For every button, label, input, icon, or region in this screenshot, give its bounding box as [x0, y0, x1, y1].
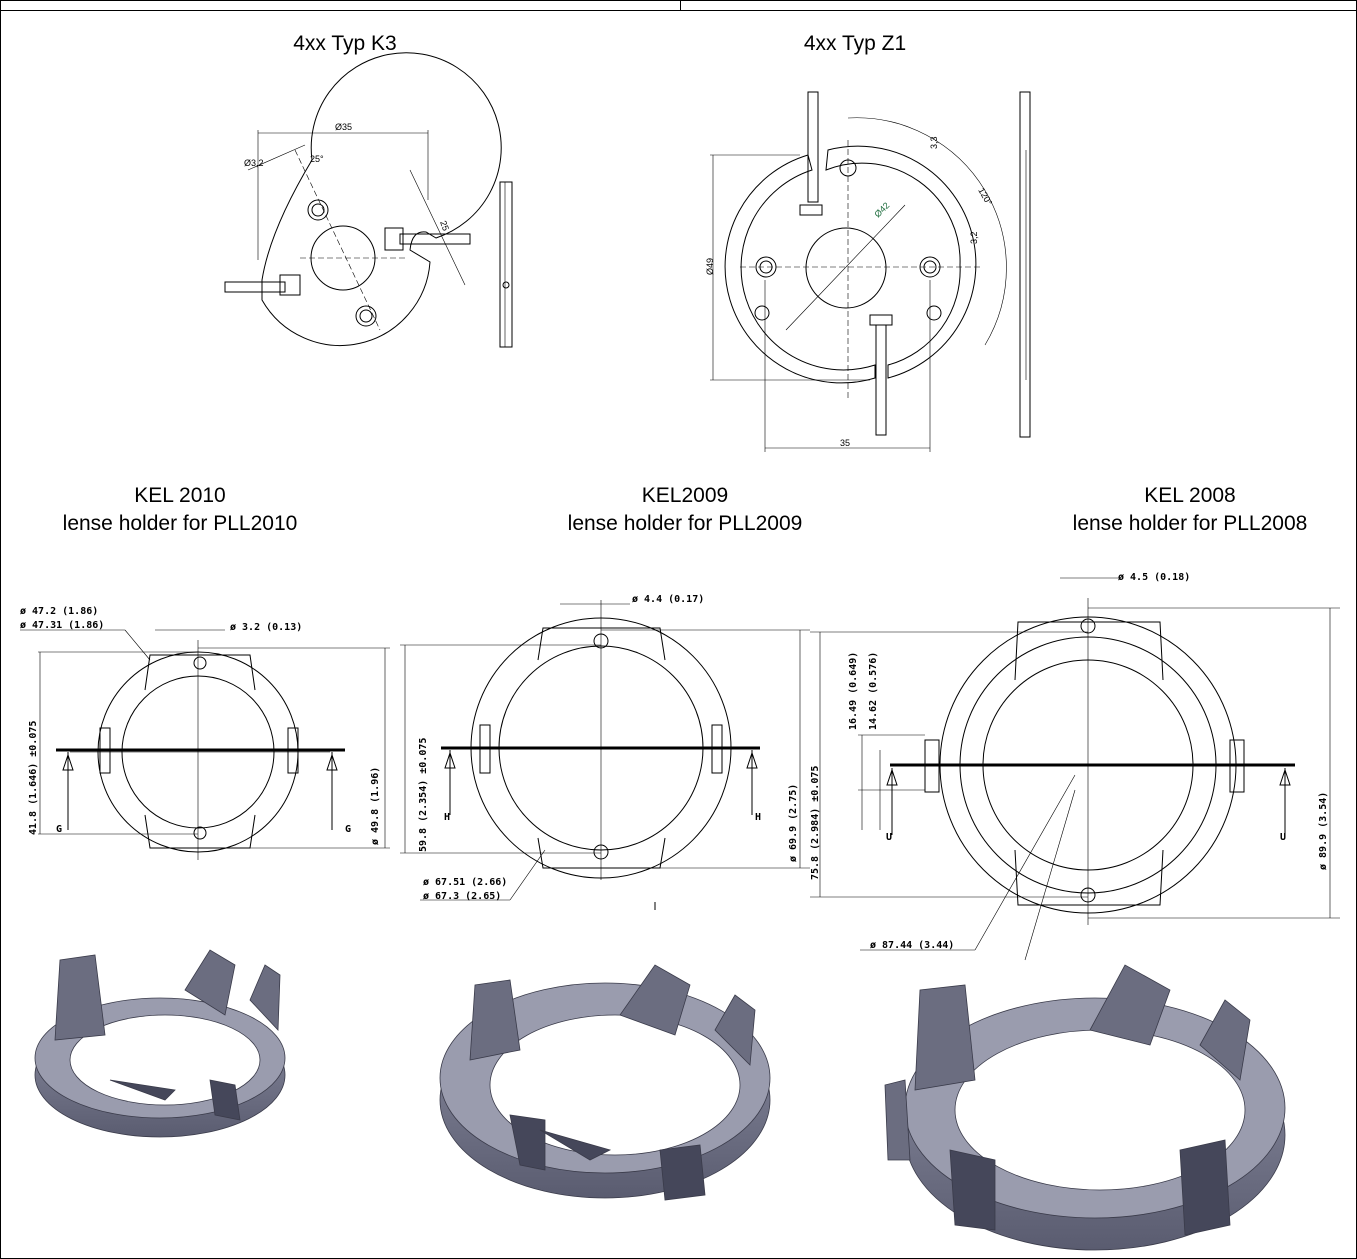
kel2008-dim-d1: ø 4.5 (0.18) — [1118, 572, 1190, 583]
kel2010-dim-h1: 41.8 (1.646) ±0.075 — [28, 721, 39, 835]
title-z1: 4xx Typ Z1 — [803, 32, 907, 55]
kel2010-dim-h2: ø 49.8 (1.96) — [370, 767, 381, 845]
z1-dim-l35: 35 — [840, 438, 850, 448]
kel2010-dim-d1: ø 47.2 (1.86) — [20, 606, 98, 617]
kel2008-dim-h4: ø 89.9 (3.54) — [1318, 792, 1329, 870]
kel2009-dim-h1: 59.8 (2.354) ±0.075 — [418, 738, 429, 852]
kel2010-render — [34, 949, 286, 1138]
kel2009-dim-d3: ø 67.3 (2.65) — [423, 891, 501, 902]
z1-dim-d49: Ø49 — [705, 258, 715, 275]
kel2008-drawing: ø 4.5 (0.18) 16.49 (0.649) 14.62 (0.576)… — [810, 572, 1340, 961]
kel2010-dim-d3: ø 3.2 (0.13) — [230, 622, 302, 633]
kel2008-dim-h1: 16.49 (0.649) — [848, 652, 859, 730]
kel2009-sec-left: H — [444, 812, 450, 823]
title-kel2008: KEL 2008 lense holder for PLL2008 — [1040, 482, 1340, 538]
kel2009-subtitle: lense holder for PLL2009 — [567, 512, 803, 535]
kel2009-sec-right: H — [755, 812, 761, 823]
kel2010-subtitle: lense holder for PLL2010 — [62, 512, 298, 535]
z1-dim-d42: Ø42 — [872, 200, 891, 219]
k3-dim-l25: 25 — [438, 219, 451, 232]
k3-dim-a25: 25° — [310, 154, 324, 164]
z1-dim-a120: 120° — [976, 186, 994, 207]
kel2008-title: KEL 2008 — [1144, 484, 1236, 507]
title-kel2009: KEL2009 lense holder for PLL2009 — [530, 482, 840, 538]
header-divider — [680, 0, 681, 10]
kel2009-dim-d1: ø 4.4 (0.17) — [632, 594, 704, 605]
title-k3: 4xx Typ K3 — [293, 32, 397, 55]
kel2008-sec-right: U — [1280, 832, 1286, 843]
kel2008-sec-left: U — [886, 832, 892, 843]
kel2010-dim-d2: ø 47.31 (1.86) — [20, 620, 104, 631]
kel2009-dim-h2: ø 69.9 (2.75) — [788, 784, 799, 862]
k3-dim-d35: Ø35 — [335, 122, 352, 132]
z1-drawing: Ø49 Ø42 120° 3,3 3,2 35 — [705, 91, 1031, 452]
header-strip — [0, 0, 1357, 11]
z1-dim-l33: 3,3 — [929, 136, 939, 149]
kel2010-sec-left: G — [56, 824, 62, 835]
k3-dim-d32: Ø3,2 — [244, 158, 264, 168]
kel2009-title: KEL2009 — [641, 484, 729, 507]
kel2010-drawing: ø 47.2 (1.86) ø 47.31 (1.86) ø 3.2 (0.13… — [20, 606, 390, 860]
kel2008-dim-d2: ø 87.44 (3.44) — [870, 940, 954, 951]
title-kel2010: KEL 2010 lense holder for PLL2010 — [20, 482, 340, 538]
kel2009-drawing: ø 4.4 (0.17) 59.8 (2.354) ±0.075 ø 69.9 … — [400, 594, 810, 910]
kel2008-dim-h3: 75.8 (2.984) ±0.075 — [810, 766, 821, 880]
kel2008-render — [884, 964, 1286, 1251]
k3-drawing: Ø35 Ø3,2 25° 25 — [224, 52, 513, 348]
z1-dim-l32: 3,2 — [969, 231, 979, 244]
kel2010-title: KEL 2010 — [134, 484, 226, 507]
kel2008-subtitle: lense holder for PLL2008 — [1072, 512, 1308, 535]
kel2010-sec-right: G — [345, 824, 351, 835]
kel2008-dim-h2: 14.62 (0.576) — [868, 652, 879, 730]
kel2009-dim-d2: ø 67.51 (2.66) — [423, 877, 507, 888]
kel2009-render — [439, 964, 771, 1201]
